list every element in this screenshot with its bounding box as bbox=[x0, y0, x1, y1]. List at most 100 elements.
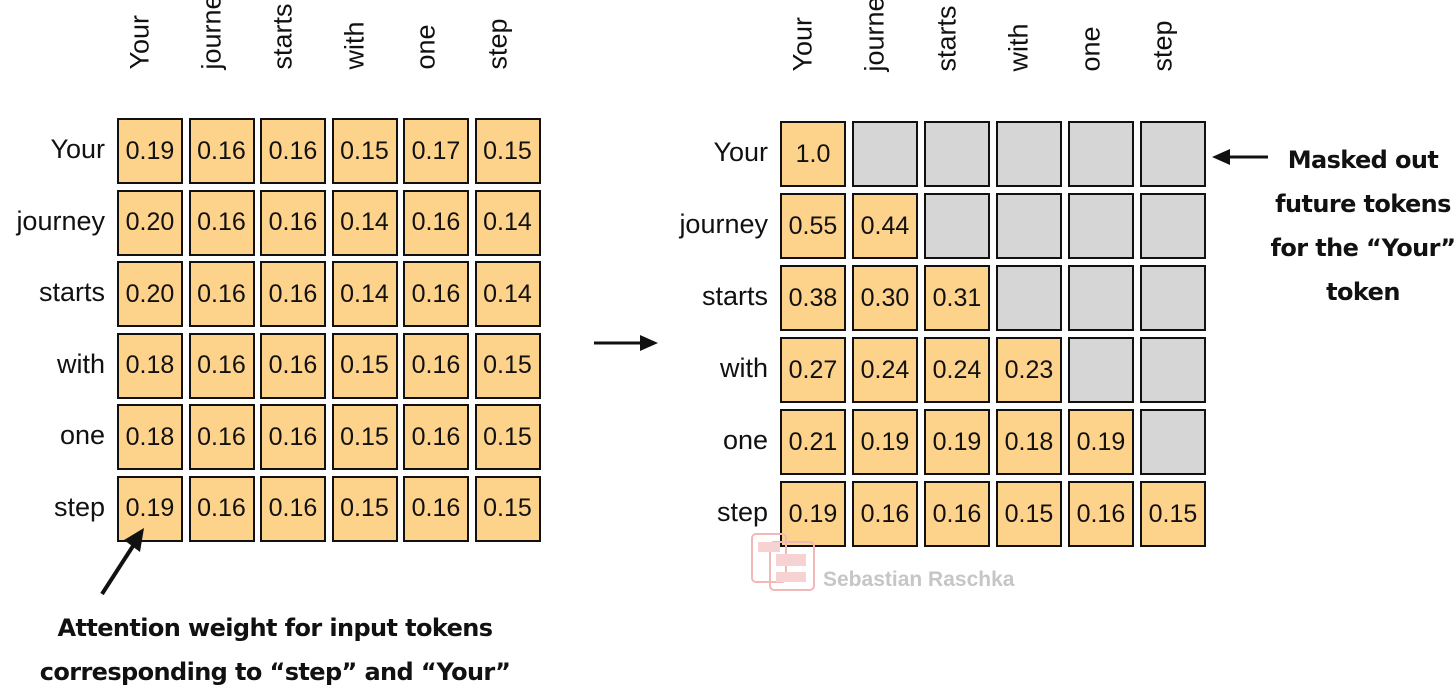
row-label: journey bbox=[16, 205, 105, 236]
weight-cell: 0.20 bbox=[117, 189, 183, 256]
masked-cell bbox=[924, 193, 990, 259]
weight-cell: 0.27 bbox=[780, 337, 846, 403]
weight-cell: 0.16 bbox=[188, 332, 255, 399]
weight-cell: 0.16 bbox=[188, 404, 255, 470]
row-label: step bbox=[53, 491, 105, 522]
row-label: Your bbox=[713, 137, 768, 167]
weight-cell: 0.16 bbox=[403, 261, 469, 327]
weight-cell: 0.14 bbox=[474, 261, 541, 327]
masked-cell bbox=[1068, 265, 1134, 331]
weight-cell: 1.0 bbox=[780, 121, 846, 187]
weight-cell: 0.30 bbox=[852, 265, 918, 331]
weight-cell: 0.23 bbox=[996, 337, 1062, 403]
weight-cell: 0.15 bbox=[331, 404, 398, 470]
weight-cell: 0.15 bbox=[331, 475, 398, 542]
weight-cell: 0.20 bbox=[117, 261, 183, 327]
step-pointer-arrow-icon bbox=[100, 528, 144, 596]
weight-cell: 0.16 bbox=[403, 475, 469, 542]
callout-line: for the “Your” bbox=[1270, 234, 1456, 262]
weight-cell: 0.14 bbox=[331, 261, 398, 327]
weight-cell: 0.16 bbox=[188, 261, 255, 327]
masked-cell bbox=[1140, 409, 1206, 475]
weight-cell: 0.16 bbox=[260, 332, 326, 399]
masked-cell bbox=[852, 121, 918, 187]
weight-cell: 0.18 bbox=[996, 409, 1062, 475]
masked-cell bbox=[996, 265, 1062, 331]
weight-cell: 0.16 bbox=[260, 475, 326, 542]
column-label: Your bbox=[124, 14, 155, 70]
row-label: journey bbox=[679, 209, 768, 239]
weight-cell: 0.16 bbox=[188, 189, 255, 256]
weight-cell: 0.17 bbox=[403, 118, 469, 184]
transition-arrow-icon bbox=[594, 335, 658, 351]
row-label: step bbox=[716, 497, 768, 527]
masked-cell bbox=[924, 121, 990, 187]
callout-line: future tokens bbox=[1275, 190, 1451, 218]
column-label: journey bbox=[196, 0, 226, 70]
weight-cell: 0.19 bbox=[117, 118, 183, 184]
weight-cell: 0.15 bbox=[331, 332, 398, 399]
callout-line: corresponding to “step” and “Your” bbox=[39, 658, 511, 686]
weight-cell: 0.15 bbox=[331, 118, 398, 184]
row-label: with bbox=[719, 353, 768, 383]
masked-cell bbox=[1140, 193, 1206, 259]
masked-cell bbox=[996, 121, 1062, 187]
column-label: journey bbox=[859, 0, 890, 72]
masked-cell bbox=[1068, 193, 1134, 259]
weight-cell: 0.38 bbox=[780, 265, 846, 331]
weight-cell: 0.16 bbox=[852, 481, 918, 547]
attention-weight-callout: Attention weight for input tokens corres… bbox=[30, 606, 520, 694]
weight-cell: 0.16 bbox=[403, 404, 469, 470]
callout-line: Masked out bbox=[1287, 146, 1439, 174]
weight-cell: 0.18 bbox=[117, 404, 183, 470]
weight-cell: 0.19 bbox=[1068, 409, 1134, 475]
column-label: step bbox=[482, 18, 512, 70]
weight-cell: 0.18 bbox=[117, 332, 183, 399]
weight-cell: 0.19 bbox=[852, 409, 918, 475]
masked-cell bbox=[1068, 337, 1134, 403]
weight-cell: 0.44 bbox=[852, 193, 918, 259]
weight-cell: 0.16 bbox=[260, 189, 326, 256]
row-label: Your bbox=[50, 134, 105, 164]
weight-cell: 0.14 bbox=[331, 189, 398, 256]
watermark-text: Sebastian Raschka bbox=[823, 568, 1015, 591]
weight-cell: 0.31 bbox=[924, 265, 990, 331]
weight-cell: 0.16 bbox=[188, 118, 255, 184]
column-label: with bbox=[339, 21, 369, 70]
weight-cell: 0.15 bbox=[474, 332, 541, 399]
row-label: one bbox=[722, 425, 768, 455]
weight-cell: 0.16 bbox=[403, 332, 469, 399]
weight-cell: 0.16 bbox=[260, 261, 326, 327]
weight-cell: 0.16 bbox=[924, 481, 990, 547]
masked-cell bbox=[996, 193, 1062, 259]
row-label: starts bbox=[701, 281, 768, 311]
masked-cell bbox=[1140, 121, 1206, 187]
column-label: starts bbox=[267, 3, 298, 70]
weight-cell: 0.15 bbox=[1140, 481, 1206, 547]
callout-line: Attention weight for input tokens bbox=[57, 614, 494, 642]
column-label: one bbox=[410, 24, 441, 70]
weight-cell: 0.16 bbox=[188, 475, 255, 542]
weight-cell: 0.15 bbox=[996, 481, 1062, 547]
column-label: Your bbox=[787, 16, 818, 72]
column-label: with bbox=[1003, 23, 1034, 72]
weight-cell: 0.15 bbox=[474, 118, 541, 184]
weight-cell: 0.24 bbox=[924, 337, 990, 403]
weight-cell: 0.14 bbox=[474, 189, 541, 256]
weight-cell: 0.16 bbox=[260, 404, 326, 470]
row-label: one bbox=[59, 420, 105, 450]
weight-cell: 0.15 bbox=[474, 404, 541, 470]
weight-cell: 0.16 bbox=[260, 118, 326, 184]
weight-cell: 0.21 bbox=[780, 409, 846, 475]
watermark-logo-icon bbox=[751, 533, 815, 591]
column-label: starts bbox=[931, 5, 962, 72]
masked-cell bbox=[1140, 265, 1206, 331]
column-label: step bbox=[1147, 20, 1178, 72]
weight-cell: 0.19 bbox=[117, 475, 183, 542]
weight-cell: 0.15 bbox=[474, 475, 541, 542]
weight-cell: 0.16 bbox=[403, 189, 469, 256]
column-label: one bbox=[1075, 26, 1106, 72]
weight-cell: 0.24 bbox=[852, 337, 918, 403]
